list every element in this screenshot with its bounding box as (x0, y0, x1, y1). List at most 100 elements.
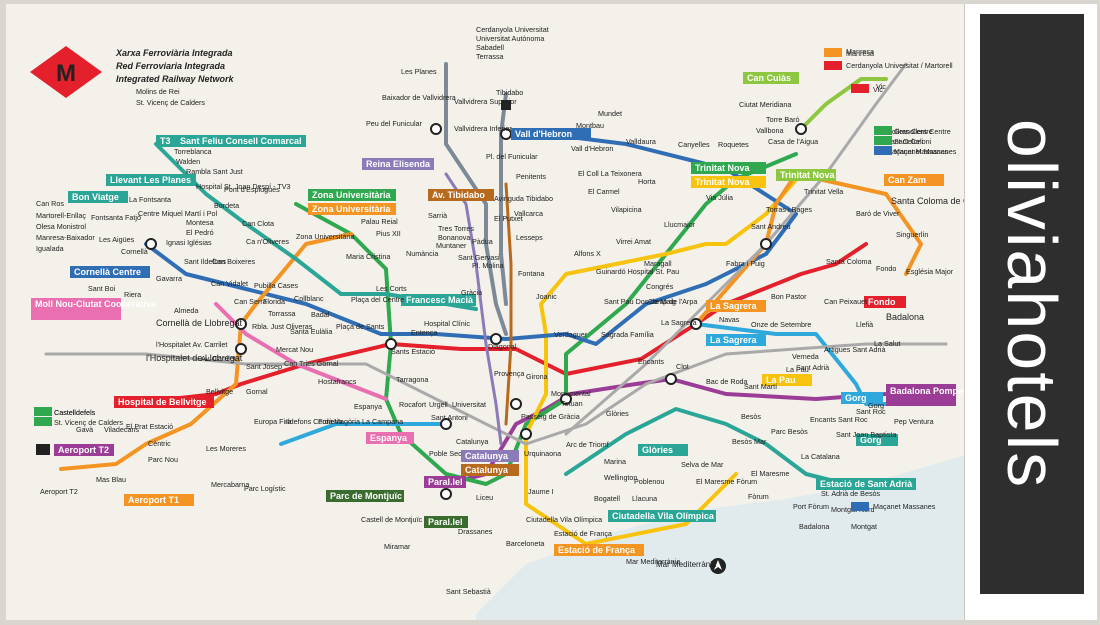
svg-text:Espanya: Espanya (354, 402, 382, 411)
svg-text:Sagrada Família: Sagrada Família (601, 330, 654, 339)
svg-text:Gorg: Gorg (845, 393, 867, 403)
svg-text:Mundet: Mundet (598, 109, 622, 118)
svg-text:Llucmajor: Llucmajor (664, 220, 696, 229)
svg-text:La Sagrera: La Sagrera (710, 335, 758, 345)
brand-name: oliviahotels (993, 118, 1071, 490)
svg-text:Maragall: Maragall (644, 259, 672, 268)
svg-text:Maçanet Massanes: Maçanet Massanes (886, 147, 949, 156)
svg-text:M: M (56, 60, 76, 87)
svg-text:Clot: Clot (676, 362, 689, 371)
svg-text:Terrassa: Terrassa (476, 52, 504, 61)
svg-text:Glòries: Glòries (642, 445, 673, 455)
svg-text:Torreblanca: Torreblanca (174, 147, 212, 156)
svg-text:Sant Celoni: Sant Celoni (886, 137, 924, 146)
svg-text:Fondo: Fondo (876, 264, 896, 273)
svg-text:Collblanc: Collblanc (294, 294, 324, 303)
svg-text:Torre Baró: Torre Baró (766, 115, 800, 124)
svg-text:Granollers Centre: Granollers Centre (876, 127, 933, 136)
svg-text:Parc Besòs: Parc Besòs (771, 427, 808, 436)
svg-text:Gornal: Gornal (246, 387, 268, 396)
svg-text:Olesa Monistrol: Olesa Monistrol (36, 222, 86, 231)
svg-text:Can Boixeres: Can Boixeres (212, 257, 256, 266)
svg-text:Avinguda Tibidabo: Avinguda Tibidabo (494, 194, 553, 203)
svg-text:El Prat Estació: El Prat Estació (126, 422, 173, 431)
svg-text:El Pedró: El Pedró (186, 228, 214, 237)
svg-text:Les Corts: Les Corts (376, 284, 407, 293)
svg-text:Tetuan: Tetuan (561, 399, 583, 408)
svg-text:Trinitat Nova: Trinitat Nova (780, 170, 836, 180)
svg-text:Besòs Mar: Besòs Mar (732, 437, 767, 446)
svg-text:Església Major: Església Major (906, 267, 954, 276)
svg-text:Port Fòrum: Port Fòrum (793, 502, 829, 511)
svg-text:Marina: Marina (604, 457, 626, 466)
svg-text:Trinitat Vella: Trinitat Vella (804, 187, 843, 196)
svg-text:Les Moreres: Les Moreres (206, 444, 246, 453)
line-L4 (524, 172, 803, 546)
svg-text:Poble Sec: Poble Sec (429, 449, 462, 458)
svg-text:Plaça del Centre: Plaça del Centre (351, 295, 404, 304)
svg-text:La Salut: La Salut (874, 339, 900, 348)
svg-text:Mar Mediterrània: Mar Mediterrània (626, 557, 680, 566)
svg-text:Cerdanyola Universitat: Cerdanyola Universitat (476, 25, 549, 34)
svg-text:La Fontsanta: La Fontsanta (129, 195, 171, 204)
svg-text:Urquinaona: Urquinaona (524, 449, 561, 458)
svg-text:Llefià: Llefià (856, 320, 873, 329)
brand-logo[interactable]: oliviahotels (980, 14, 1084, 594)
svg-text:Valldaura: Valldaura (626, 137, 656, 146)
svg-text:Igualada: Igualada (36, 244, 64, 253)
svg-text:Fabra i Puig: Fabra i Puig (726, 259, 765, 268)
svg-text:Sant Ildefons: Sant Ildefons (184, 257, 226, 266)
svg-text:Torrassa: Torrassa (268, 309, 296, 318)
district-labels: Cornellà de Llobregat l'Hospitalet de Ll… (146, 196, 970, 363)
svg-text:Baró de Viver: Baró de Viver (856, 209, 900, 218)
map-sheet: M Xarxa Ferroviària Integrada Red Ferrov… (6, 4, 1096, 620)
svg-text:Catalunya: Catalunya (456, 437, 488, 446)
svg-text:Universitat: Universitat (452, 400, 486, 409)
svg-text:Vall d'Hebron: Vall d'Hebron (515, 129, 572, 139)
svg-text:Reina Elisenda: Reina Elisenda (366, 159, 431, 169)
svg-text:Les Planes: Les Planes (401, 67, 437, 76)
svg-text:Sant Josep: Sant Josep (246, 362, 282, 371)
svg-text:El Coll La Teixonera: El Coll La Teixonera (578, 169, 642, 178)
line-L6 (444, 172, 503, 446)
svg-text:Ca n'Oliveres: Ca n'Oliveres (246, 237, 289, 246)
svg-text:T3: T3 (160, 136, 171, 146)
svg-text:Wellington: Wellington (604, 473, 637, 482)
svg-text:Castelldefels: Castelldefels (54, 408, 96, 417)
svg-text:Canyelles: Canyelles (678, 140, 710, 149)
sea-label: Mar Mediterrània (656, 560, 717, 569)
svg-text:Bogatell: Bogatell (594, 494, 620, 503)
svg-text:Cornellà de Llobregat: Cornellà de Llobregat (156, 318, 243, 328)
svg-text:Can Vidalet: Can Vidalet (211, 279, 248, 288)
svg-text:Viladecans: Viladecans (104, 425, 139, 434)
svg-text:Manresa: Manresa (846, 49, 874, 58)
svg-text:Sabadell: Sabadell (476, 43, 504, 52)
line-RENFE (44, 342, 948, 446)
svg-text:Poblenou: Poblenou (634, 477, 664, 486)
svg-text:Trinitat Nova: Trinitat Nova (695, 163, 751, 173)
svg-text:Santa Coloma: Santa Coloma (826, 257, 872, 266)
line-TRAM-E (564, 407, 848, 486)
svg-text:Mas Blau: Mas Blau (96, 475, 126, 484)
line-FGC-L7 (499, 92, 508, 306)
metro-map[interactable]: M Xarxa Ferroviària Integrada Red Ferrov… (6, 4, 970, 620)
svg-text:Sant Feliu Consell Comarcal: Sant Feliu Consell Comarcal (180, 136, 302, 146)
svg-text:Manresa-Baixador: Manresa-Baixador (36, 233, 95, 242)
svg-text:Miramar: Miramar (384, 542, 411, 551)
svg-text:Aeroport T2: Aeroport T2 (40, 487, 78, 496)
svg-text:Parc Logístic: Parc Logístic (244, 484, 286, 493)
svg-text:Cornellà Centre: Cornellà Centre (74, 267, 141, 277)
svg-text:Europa Fira: Europa Fira (254, 417, 292, 426)
svg-text:Foneria: Foneria (318, 417, 342, 426)
svg-text:Maria Cristina: Maria Cristina (346, 252, 390, 261)
svg-text:Magòria La Campana: Magòria La Campana (334, 417, 403, 426)
svg-text:Navas: Navas (719, 315, 740, 324)
svg-text:Tres Torres: Tres Torres (438, 224, 474, 233)
svg-text:Hospital St. Joan Despí - TV3: Hospital St. Joan Despí - TV3 (196, 182, 291, 191)
svg-text:Sant Pau Dos de Maig: Sant Pau Dos de Maig (604, 297, 676, 306)
svg-text:Girona: Girona (526, 372, 548, 381)
title-ca: Xarxa Ferroviària Integrada (115, 48, 233, 58)
svg-text:Rocafort: Rocafort (399, 400, 426, 409)
svg-text:Llacuna: Llacuna (632, 494, 657, 503)
svg-text:Granollers Centre: Granollers Centre (894, 127, 951, 136)
